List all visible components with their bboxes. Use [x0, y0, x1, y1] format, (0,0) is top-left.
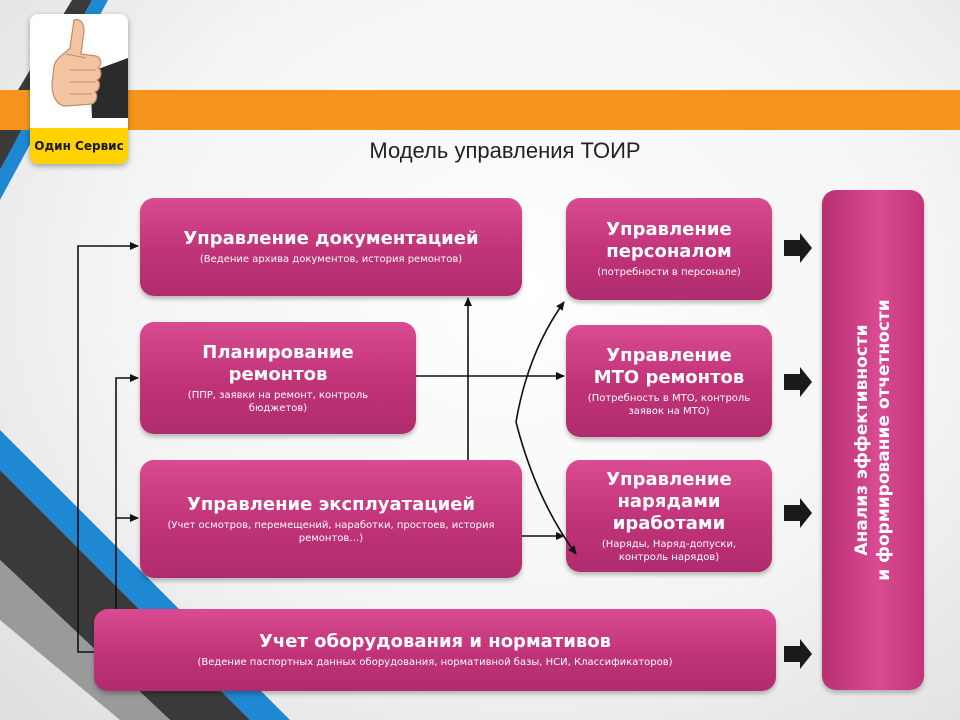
arrow-to-orders	[515, 421, 577, 555]
block-arrows	[784, 233, 812, 669]
box-subtitle: (ППР, заявки на ремонт, контроль бюджето…	[187, 389, 369, 414]
arrow-to-planning	[115, 374, 139, 609]
box-subtitle: (Учет осмотров, перемещений, наработки, …	[167, 519, 495, 544]
thumbs-up-icon	[51, 19, 128, 118]
box-title: Управление персоналом	[606, 219, 732, 262]
box-subtitle: (Потребность в МТО, контроль заявок на М…	[587, 392, 751, 417]
box-mto: Управление МТО ремонтов (Потребность в М…	[566, 325, 772, 437]
box-personnel: Управление персоналом (потребности в пер…	[566, 198, 772, 300]
logo: Один Сервис	[30, 14, 128, 164]
box-subtitle: (Ведение архива документов, история ремо…	[199, 254, 463, 265]
brand-label: Один Сервис	[30, 128, 128, 164]
page-title: Модель управления ТОИР	[369, 138, 641, 163]
arrow-to-personnel	[515, 301, 565, 423]
box-subtitle: (Ведение паспортных данных оборудования,…	[197, 657, 673, 668]
orange-band	[0, 90, 960, 130]
box-title: Управление нарядами иработами	[606, 468, 732, 534]
box-documentation: Управление документацией (Ведение архива…	[140, 198, 522, 296]
box-title: Планирование ремонтов	[202, 341, 354, 385]
box-operation: Управление эксплуатацией (Учет осмотров,…	[140, 460, 522, 578]
box-title: Учет оборудования и нормативов	[259, 631, 611, 652]
box-subtitle: (Наряды, Наряд-допуски, контроль нарядов…	[601, 538, 737, 563]
box-analysis: Анализ эффективности и формирование отче…	[822, 190, 924, 690]
box-subtitle: (потребности в персонале)	[597, 267, 741, 278]
block-arrow-icon	[784, 367, 812, 397]
box-equipment: Учет оборудования и нормативов (Ведение …	[94, 609, 776, 691]
box-orders: Управление нарядами иработами (Наряды, Н…	[566, 460, 772, 572]
box-title: Управление документацией	[183, 228, 479, 249]
box-planning: Планирование ремонтов (ППР, заявки на ре…	[140, 322, 416, 434]
arrow-to-documentation	[77, 242, 139, 653]
block-arrow-icon	[784, 498, 812, 528]
block-arrow-icon	[784, 233, 812, 263]
block-arrow-icon	[784, 639, 812, 669]
box-title: Управление МТО ремонтов	[593, 344, 745, 388]
box-title: Управление эксплуатацией	[186, 493, 476, 515]
